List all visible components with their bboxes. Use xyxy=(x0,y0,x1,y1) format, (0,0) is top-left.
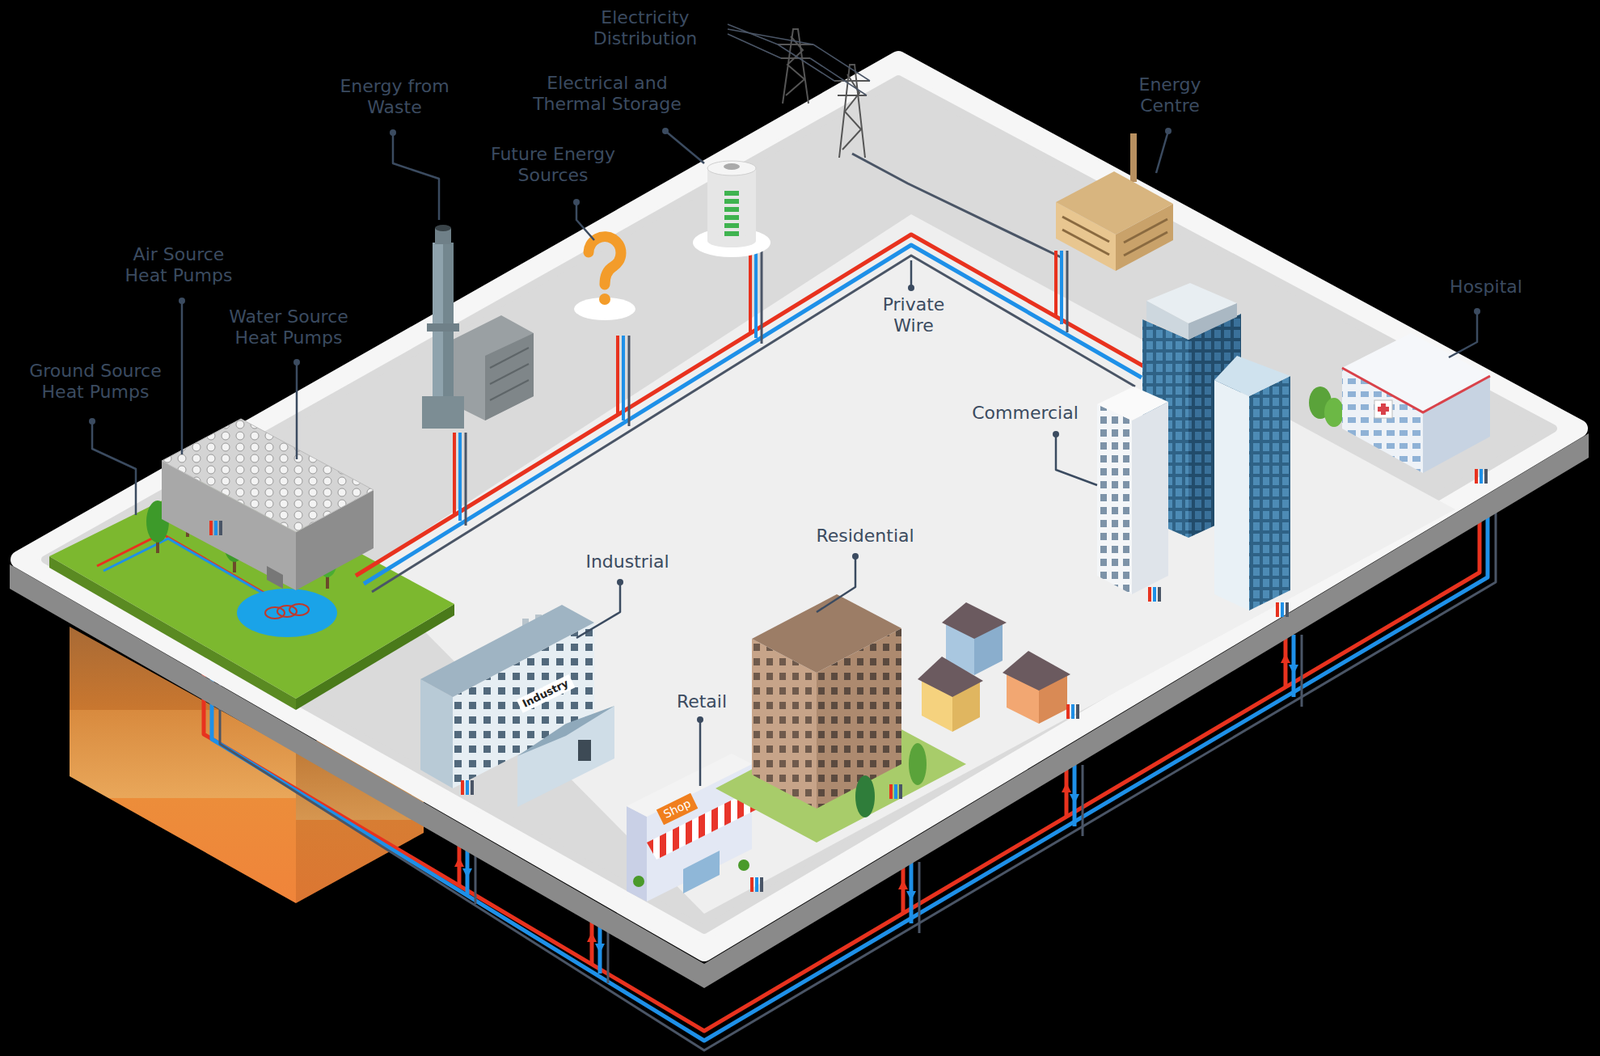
callout-label: Private Wire xyxy=(869,294,959,338)
callout-label: Hospital xyxy=(1449,276,1523,298)
callout-label: Energy Centre xyxy=(1121,74,1219,118)
callout-label: Air Source Heat Pumps xyxy=(109,244,248,288)
callout-label: Residential xyxy=(815,525,914,547)
callout-label: Water Source Heat Pumps xyxy=(210,306,368,350)
callout-label: Energy from Waste xyxy=(324,75,466,119)
sign-text: Industry xyxy=(516,674,575,713)
sign-text: Shop xyxy=(656,792,699,824)
callout-label: Electricity Distribution xyxy=(568,7,722,51)
callout-label: Ground Source Heat Pumps xyxy=(10,360,181,404)
callout-label: Commercial xyxy=(971,402,1079,424)
callout-label: Retail xyxy=(676,691,727,713)
callout-label: Electrical and Thermal Storage xyxy=(514,72,701,116)
callout-label: Future Energy Sources xyxy=(470,143,637,187)
callout-label: Industrial xyxy=(585,551,669,573)
